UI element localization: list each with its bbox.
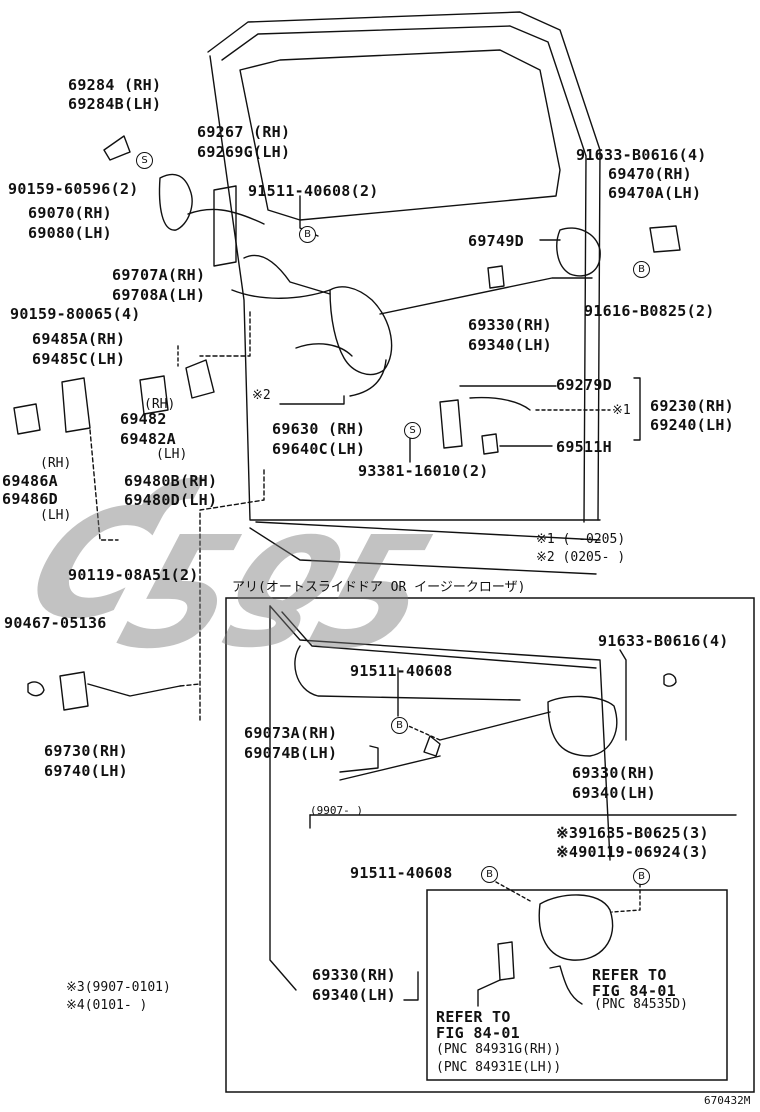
- inset-frame-inner: [426, 889, 728, 1081]
- labels-p11b: 69486D: [2, 490, 58, 508]
- callouts-c7: B: [633, 868, 650, 885]
- closer-assembly: [538, 894, 614, 961]
- labels-p31: 91511-40608: [350, 864, 453, 882]
- rear-lock: [556, 227, 601, 277]
- labels-p6a: 69707A(RH): [112, 266, 206, 284]
- labels-p28a: 69330(RH): [572, 764, 656, 782]
- labels-p11a: 69486A: [2, 472, 58, 490]
- small_labels-s12: (PNC 84931E(LH)): [436, 1060, 562, 1075]
- labels-p1a: 69284 (RH): [68, 76, 162, 94]
- callouts-c2: B: [299, 226, 316, 243]
- labels-p16: 91616-B0825(2): [584, 302, 715, 320]
- labels-p19a: 69230(RH): [650, 397, 734, 415]
- small_labels-s9: アリ(オートスライドドア OR イージークローザ): [232, 580, 526, 595]
- connector: [497, 941, 515, 981]
- small_labels-s14: ※4(0101- ): [66, 998, 148, 1013]
- labels-p9b: 69482A: [120, 430, 176, 448]
- labels-p2b: 69269G(LH): [197, 143, 291, 161]
- callouts-c4: S: [404, 422, 421, 439]
- cover-plate: [61, 377, 91, 433]
- hinge-left: [139, 375, 169, 415]
- labels-p30: ※490119-06924(3): [556, 843, 709, 861]
- inset-frame-outer: [225, 597, 755, 1093]
- labels-p29: ※391635-B0625(3): [556, 824, 709, 842]
- callouts-c5: B: [391, 717, 408, 734]
- labels-p4: 91511-40608(2): [248, 182, 379, 200]
- labels-p3: 90159-60596(2): [8, 180, 139, 198]
- clip-part: [103, 135, 131, 161]
- striker: [649, 225, 681, 253]
- labels-p23: 90467-05136: [4, 614, 107, 632]
- labels-p26: 91511-40608: [350, 662, 453, 680]
- labels-p5a: 69070(RH): [28, 204, 112, 222]
- front-handle: [439, 399, 463, 449]
- small_labels-s8: ※2 (0205- ): [536, 550, 626, 565]
- labels-p1b: 69284B(LH): [68, 95, 162, 113]
- tiny_labels-t2: 670432M: [704, 1094, 751, 1107]
- labels-p32b: 69340(LH): [312, 986, 396, 1004]
- labels-p20: 69511H: [556, 438, 612, 456]
- labels-p9a: 69482: [120, 410, 167, 428]
- labels-p21: 93381-16010(2): [358, 462, 489, 480]
- inset-lock-assembly: [547, 695, 618, 757]
- labels-p27a: 69073A(RH): [244, 724, 338, 742]
- tiny_labels-t1: (9907- ): [310, 804, 363, 817]
- labels-p32a: 69330(RH): [312, 966, 396, 984]
- labels-p10b: 69640C(LH): [272, 440, 366, 458]
- labels-p25: 91633-B0616(4): [598, 632, 729, 650]
- callouts-c6: B: [481, 866, 498, 883]
- door-outline-top: [207, 11, 601, 521]
- labels-p12a: 69480B(RH): [124, 472, 218, 490]
- labels-p33a: REFER TO: [592, 966, 667, 984]
- labels-p7: 90159-80065(4): [10, 305, 141, 323]
- labels-p14b: 69470A(LH): [608, 184, 702, 202]
- labels-p34a: REFER TO: [436, 1008, 511, 1026]
- inner-handle: [213, 185, 237, 267]
- labels-p15: 69749D: [468, 232, 524, 250]
- bumper: [13, 403, 41, 435]
- labels-p6b: 69708A(LH): [112, 286, 206, 304]
- callouts-c3: B: [633, 261, 650, 278]
- small_labels-s10: (PNC 84535D): [594, 997, 688, 1012]
- labels-p8b: 69485C(LH): [32, 350, 126, 368]
- labels-p34b: FIG 84-01: [436, 1024, 520, 1042]
- labels-p5b: 69080(LH): [28, 224, 112, 242]
- small_labels-s2: (LH): [156, 447, 188, 462]
- labels-p2a: 69267 (RH): [197, 123, 291, 141]
- hinge-right: [185, 359, 215, 399]
- labels-p17b: 69340(LH): [468, 336, 552, 354]
- small_labels-s5: ※2: [252, 388, 271, 403]
- handle-shape: [158, 173, 193, 231]
- labels-p24a: 69730(RH): [44, 742, 128, 760]
- small_labels-s1: (RH): [144, 397, 176, 412]
- labels-p13: 91633-B0616(4): [576, 146, 707, 164]
- small_labels-s6: ※1: [612, 403, 631, 418]
- small_labels-s11: (PNC 84931G(RH)): [436, 1042, 562, 1057]
- labels-p10a: 69630 (RH): [272, 420, 366, 438]
- lock-assembly: [329, 286, 393, 376]
- labels-p33b: FIG 84-01: [592, 982, 676, 1000]
- window-frame: [239, 49, 561, 221]
- labels-p8a: 69485A(RH): [32, 330, 126, 348]
- labels-p14a: 69470(RH): [608, 165, 692, 183]
- labels-p12b: 69480D(LH): [124, 491, 218, 509]
- small_labels-s3: (RH): [40, 456, 72, 471]
- lower-lock: [59, 671, 89, 711]
- small_labels-s13: ※3(9907-0101): [66, 980, 171, 995]
- labels-p17a: 69330(RH): [468, 316, 552, 334]
- labels-p19b: 69240(LH): [650, 416, 734, 434]
- labels-p27b: 69074B(LH): [244, 744, 338, 762]
- labels-p24b: 69740(LH): [44, 762, 128, 780]
- labels-p18: 69279D: [556, 376, 612, 394]
- labels-p22: 90119-08A51(2): [68, 566, 199, 584]
- small_labels-s7: ※1 ( -0205): [536, 532, 626, 547]
- door-outline-inner: [221, 25, 587, 523]
- labels-p28b: 69340(LH): [572, 784, 656, 802]
- small_labels-s4: (LH): [40, 508, 72, 523]
- callouts-c1: S: [136, 152, 153, 169]
